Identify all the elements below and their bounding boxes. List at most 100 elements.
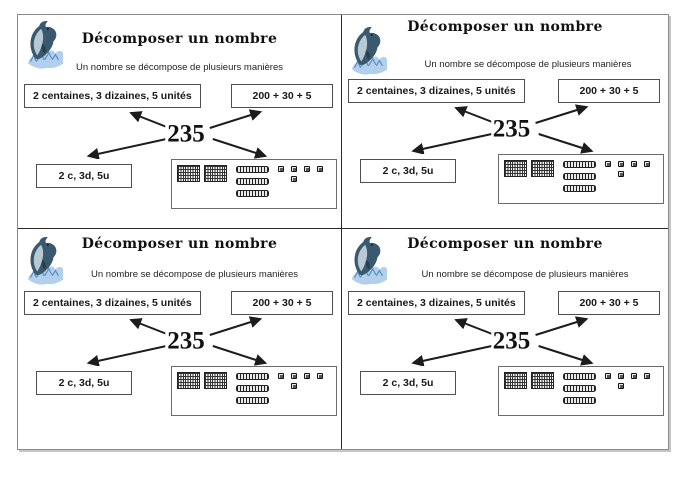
one-cubes-group <box>278 373 323 389</box>
one-cube <box>631 161 637 167</box>
bottom-row: 2 c, 3d, 5u <box>36 159 337 209</box>
ten-rods-group <box>236 373 269 404</box>
one-cube <box>291 176 297 182</box>
ten-rod <box>563 397 596 404</box>
decomposition-row: 2 centaines, 3 dizaines, 5 unités 200 + … <box>24 291 333 315</box>
decomposition-abbrev-box: 2 c, 3d, 5u <box>360 159 456 183</box>
hundred-flat <box>531 160 554 177</box>
ten-rod <box>563 185 596 192</box>
one-cube <box>278 166 284 172</box>
worksheet-card-top-left: Décomposer un nombre Un nombre se décomp… <box>18 15 342 229</box>
ten-rod <box>236 190 269 197</box>
hundred-flats-group <box>177 165 227 182</box>
one-cube <box>291 373 297 379</box>
ten-rods-group <box>236 166 269 197</box>
dolphin-splash-icon <box>25 20 63 72</box>
dolphin-splash-icon <box>349 26 387 78</box>
card-subtitle: Un nombre se décompose de plusieurs mani… <box>424 59 632 70</box>
decomposition-abbrev-box: 2 c, 3d, 5u <box>36 164 132 188</box>
ten-rod <box>236 166 269 173</box>
card-subtitle: Un nombre se décompose de plusieurs mani… <box>76 62 283 73</box>
dolphin-splash-icon <box>349 236 387 288</box>
bottom-row: 2 c, 3d, 5u <box>36 366 337 416</box>
cross-arrows-icon <box>86 316 268 366</box>
decomposition-sum-box: 200 + 30 + 5 <box>231 291 333 315</box>
one-cube <box>291 166 297 172</box>
one-cube <box>304 373 310 379</box>
worksheet-card-bottom-left: Décomposer un nombre Un nombre se décomp… <box>18 229 342 449</box>
decomposition-words-box: 2 centaines, 3 dizaines, 5 unités <box>24 291 201 315</box>
ten-rod <box>563 373 596 380</box>
hundred-flats-group <box>504 160 554 177</box>
cross-arrows-icon <box>86 109 268 159</box>
decomposition-row: 2 centaines, 3 dizaines, 5 unités 200 + … <box>24 84 333 108</box>
worksheet-sheet: Décomposer un nombre Un nombre se décomp… <box>17 14 669 450</box>
one-cube <box>605 373 611 379</box>
decomposition-row: 2 centaines, 3 dizaines, 5 unités 200 + … <box>348 79 660 103</box>
one-cube <box>644 373 650 379</box>
hundred-flat <box>204 372 227 389</box>
arrow-zone: 235 <box>342 104 668 154</box>
hundred-flat <box>177 372 200 389</box>
decomposition-abbrev-box: 2 c, 3d, 5u <box>36 371 132 395</box>
one-cube <box>317 166 323 172</box>
hundred-flats-group <box>177 372 227 389</box>
one-cube <box>631 373 637 379</box>
hundred-flat <box>504 372 527 389</box>
ten-rods-group <box>563 161 596 192</box>
central-number: 235 <box>490 115 533 143</box>
hundred-flat <box>177 165 200 182</box>
cross-arrows-icon <box>411 104 594 154</box>
decomposition-words-box: 2 centaines, 3 dizaines, 5 unités <box>348 291 525 315</box>
decomposition-sum-box: 200 + 30 + 5 <box>231 84 333 108</box>
central-number: 235 <box>490 327 533 355</box>
ten-rod <box>563 161 596 168</box>
central-number: 235 <box>165 120 207 148</box>
hundred-flat <box>531 372 554 389</box>
ten-rod <box>563 385 596 392</box>
card-subtitle: Un nombre se décompose de plusieurs mani… <box>421 269 629 280</box>
ten-rods-group <box>563 373 596 404</box>
ten-rod <box>563 173 596 180</box>
ten-rod <box>236 373 269 380</box>
ten-rod <box>236 385 269 392</box>
base-ten-blocks-box <box>498 154 664 204</box>
ten-rod <box>236 397 269 404</box>
ten-rod <box>236 178 269 185</box>
arrow-zone: 235 <box>342 316 668 366</box>
worksheet-card-bottom-right: Décomposer un nombre Un nombre se décomp… <box>342 229 668 449</box>
card-title: Décomposer un nombre <box>81 236 278 252</box>
base-ten-blocks-box <box>498 366 664 416</box>
one-cube <box>291 383 297 389</box>
one-cube <box>304 166 310 172</box>
central-number: 235 <box>165 327 207 355</box>
one-cube <box>644 161 650 167</box>
dolphin-splash-icon <box>25 236 63 288</box>
decomposition-row: 2 centaines, 3 dizaines, 5 unités 200 + … <box>348 291 660 315</box>
card-title: Décomposer un nombre <box>81 31 278 47</box>
one-cube <box>618 161 624 167</box>
one-cube <box>618 171 624 177</box>
bottom-row: 2 c, 3d, 5u <box>360 154 664 204</box>
card-title: Décomposer un nombre <box>407 236 603 252</box>
one-cube <box>278 373 284 379</box>
decomposition-abbrev-box: 2 c, 3d, 5u <box>360 371 456 395</box>
decomposition-words-box: 2 centaines, 3 dizaines, 5 unités <box>24 84 201 108</box>
decomposition-sum-box: 200 + 30 + 5 <box>558 291 660 315</box>
hundred-flat <box>504 160 527 177</box>
base-ten-blocks-box <box>171 159 337 209</box>
hundred-flat <box>204 165 227 182</box>
card-subtitle: Un nombre se décompose de plusieurs mani… <box>91 269 298 280</box>
one-cubes-group <box>278 166 323 182</box>
arrow-zone: 235 <box>18 109 341 159</box>
worksheet-card-top-right: Décomposer un nombre Un nombre se décomp… <box>342 15 668 229</box>
one-cube <box>618 373 624 379</box>
hundred-flats-group <box>504 372 554 389</box>
decomposition-words-box: 2 centaines, 3 dizaines, 5 unités <box>348 79 525 103</box>
one-cube <box>317 373 323 379</box>
one-cube <box>605 161 611 167</box>
cross-arrows-icon <box>411 316 594 366</box>
card-title: Décomposer un nombre <box>407 19 603 35</box>
base-ten-blocks-box <box>171 366 337 416</box>
